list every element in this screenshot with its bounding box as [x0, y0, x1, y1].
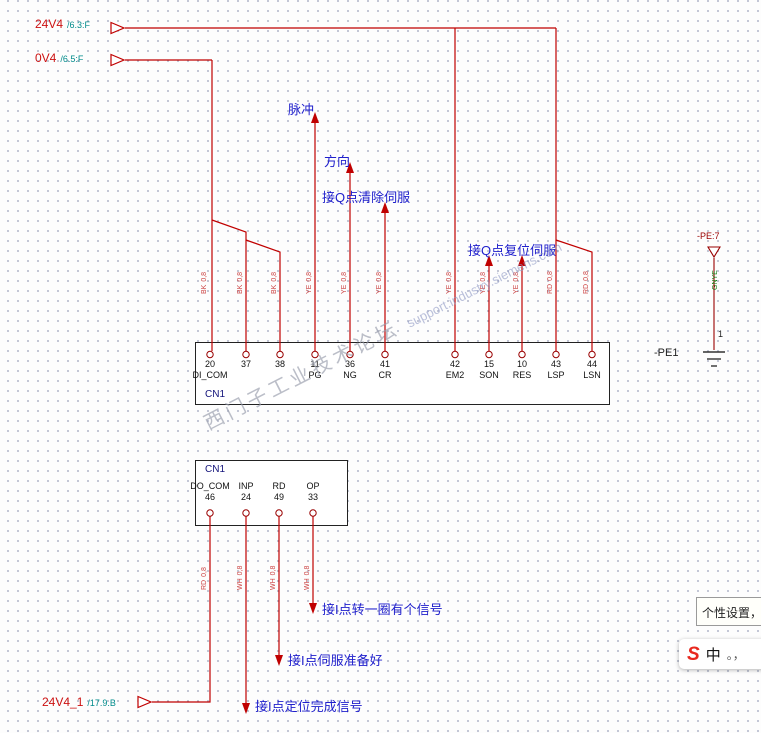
annotation-pulse: 脉冲 [288, 102, 315, 117]
rail-24v4-label: 24V4 [35, 17, 64, 31]
pin-11-pg: 11 PG [308, 359, 322, 380]
pe-terminal-name: -PE1 [654, 347, 679, 359]
connector-block-cn1-top[interactable] [195, 342, 610, 405]
pin-37: 37 [240, 359, 252, 369]
sogou-logo-icon[interactable]: S [687, 643, 700, 665]
power-rail-0v4: 0V4 /6.5:F [35, 51, 83, 65]
pe-wire-color-label: GNYE [712, 270, 719, 290]
pin-46-do-com: DO_COM 46 [190, 481, 230, 502]
ime-toolbar[interactable]: S 中 。， [679, 639, 761, 669]
pin-36-ng: 36 NG [343, 359, 357, 380]
pin-38: 38 [274, 359, 286, 369]
rail-24v4-1-label: 24V4_1 [42, 695, 84, 709]
ime-punctuation-button[interactable]: 。， [726, 647, 745, 662]
pin-33-op: OP 33 [306, 481, 320, 502]
annotation-servo-ready: 接I点伺服准备好 [288, 653, 383, 668]
pin-49-rd: RD 49 [272, 481, 286, 502]
annotation-one-turn-signal: 接I点转一圈有个信号 [322, 602, 443, 617]
earth-ground-icon [703, 351, 725, 367]
pin-24-inp: INP 24 [238, 481, 254, 502]
cn1-bottom-name: CN1 [205, 464, 226, 475]
pin-44-lsn: 44 LSN [583, 359, 601, 380]
pe-crossref: -PE:7 [697, 231, 720, 241]
pin-42-em2: 42 EM2 [445, 359, 465, 380]
annotation-positioning-done: 接I点定位完成信号 [255, 699, 363, 714]
tooltip-text: 个性设置， [702, 606, 761, 620]
annotation-direction: 方向 [324, 154, 351, 169]
pe-pin-number: 1 [718, 329, 724, 339]
rail-24v4-crossref: /6.3:F [67, 20, 91, 30]
cn1-top-name: CN1 [205, 389, 226, 400]
power-rail-24v4-1: 24V4_1 /17.9.B [42, 695, 116, 709]
pin-15-son: 15 SON [479, 359, 499, 380]
pin-41-cr: 41 CR [378, 359, 392, 380]
rail-0v4-label: 0V4 [35, 51, 57, 65]
tooltip: 个性设置， [696, 597, 761, 626]
pe-interruption-icon [707, 246, 721, 259]
annotation-clear-servo: 接Q点清除伺服 [322, 190, 411, 205]
pin-43-lsp: 43 LSP [547, 359, 565, 380]
connector-block-cn1-bottom[interactable] [195, 460, 348, 526]
rail-24v4-1-crossref: /17.9.B [87, 698, 116, 708]
rail-0v4-crossref: /6.5:F [60, 54, 84, 64]
pin-20-di-com: 20 DI_COM [192, 359, 228, 380]
pin-10-res: 10 RES [512, 359, 532, 380]
interruption-point-arrows [110, 21, 153, 709]
power-rail-24v4: 24V4 /6.3:F [35, 17, 90, 31]
ime-mode-button[interactable]: 中 [705, 646, 721, 664]
annotation-reset-servo: 接Q点复位伺服 [468, 243, 557, 258]
